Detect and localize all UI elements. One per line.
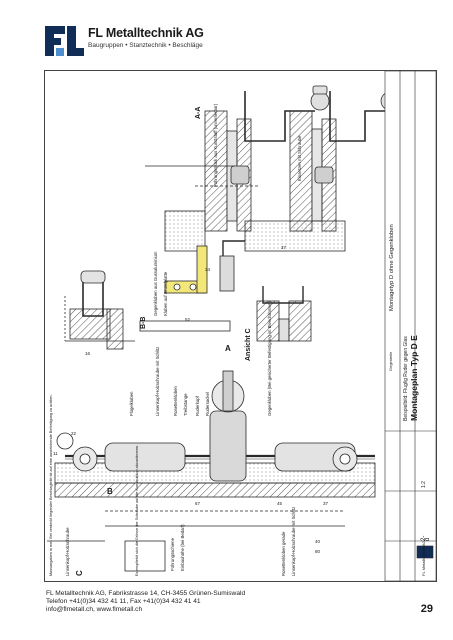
dim-37b: 37: [323, 501, 329, 506]
dim-52: 52: [185, 317, 191, 322]
note-flugelkloben: Flügelkloben: [129, 391, 134, 416]
note-rudersockel: Rudersockel: [205, 392, 210, 416]
plan-scale: 1:2: [421, 481, 427, 488]
note-massangaben: Massangaben in mm. Bei verdeckt liegende…: [49, 394, 53, 576]
dim-11: 11: [53, 451, 58, 456]
note-ruderkopf: Ruderkopf: [195, 396, 200, 416]
section-marker-c: C: [75, 570, 84, 576]
section-aa-view: [145, 85, 400, 252]
page-number: 29: [420, 603, 433, 615]
technical-drawing-sheet: A-A B-B Ansicht C A B C Führungsstück au…: [44, 70, 437, 582]
note-kloben-grundplatte: Kloben auf Grundplatte: [163, 271, 168, 316]
company-logo: [45, 26, 85, 56]
section-marker-a: A: [225, 344, 231, 353]
dim-37: 37: [281, 245, 287, 250]
dim-80: 80: [315, 549, 321, 554]
dim-16: 16: [85, 351, 91, 356]
note-fuhrungsstuck: Führungsstück aus Kunststoff (unverlierb…: [213, 103, 218, 187]
note-treibstange: Treibstange: [183, 393, 188, 416]
plan-title: Montageplan Typ D E: [409, 335, 419, 421]
view-c-detail: [256, 286, 312, 342]
dim-40: 40: [315, 539, 321, 544]
dim-67: 67: [195, 501, 201, 506]
dim-34: 34: [205, 267, 211, 272]
section-bb-view: [64, 270, 135, 350]
view-c-label: Ansicht C: [245, 328, 252, 361]
company-tagline: Baugruppen • Stanztechnik • Beschläge: [88, 42, 203, 49]
note-rosettenkloben-gerade: Rosettenkloben gerade: [281, 531, 286, 576]
drawn-by: FL Metalltechnik AG: [421, 540, 426, 576]
note-holzschraube: Linsenkopf-Holzschraube: [65, 527, 70, 577]
footer-phone: Telefon +41(0)34 432 41 11, Fax +41(0)34…: [46, 598, 201, 606]
note-spezial: Es empfiehlt sich die Grösse der Schraub…: [135, 444, 139, 576]
note-einbau: Einbauhöhe (bei Bedarf): [180, 524, 185, 571]
title-block: [384, 71, 436, 581]
yellow-bracket-detail: [139, 240, 245, 332]
note-gegenkloben-detail: Gegenkloben (Bei gesicherter Befestigung…: [267, 301, 272, 416]
section-marker-b: B: [107, 487, 113, 496]
company-name: FL Metalltechnik AG: [88, 26, 204, 40]
note-fuehrung: Führungsschiene: [170, 538, 175, 571]
section-bb-label: B-B: [140, 316, 147, 329]
dim-45: 45: [277, 501, 283, 506]
note-gegenkloben: Gegenkloben aus Gussaluminium: [153, 251, 158, 317]
section-aa-label: A-A: [195, 106, 202, 119]
dim-22: 22: [71, 431, 77, 436]
drawing-canvas: [47, 71, 436, 581]
footer-contact: FL Metalltechnik AG, Fabrikstrasse 14, C…: [46, 590, 245, 615]
footer-address: FL Metalltechnik AG, Fabrikstrasse 14, C…: [46, 590, 246, 597]
footer-web[interactable]: info@flmetall.ch, www.flmetall.ch: [46, 606, 143, 614]
note-rosettenkloben: Rosettenkloben: [173, 386, 178, 416]
sheet-letter: d: [425, 537, 431, 541]
title-block-header: Gegenteile: [388, 351, 393, 371]
note-einsetzen: Einsetzen mit Schraube: [297, 135, 302, 181]
assembly-title: Montagetyp D ohne Gegenkloben: [389, 224, 395, 311]
note-rosettenschraube: Linsenkopf-Holzschraube mit Schlitz: [291, 506, 296, 576]
espagnolette-assembly: [47, 370, 376, 572]
note-rosettenkloben-schraube: Linsenkopf-Holzschraube mit Schlitz: [155, 346, 160, 416]
